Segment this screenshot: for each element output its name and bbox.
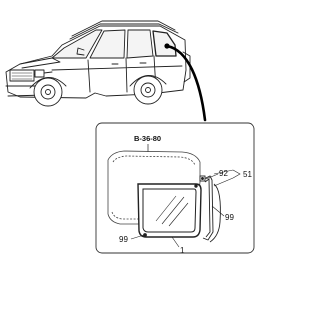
part-label-99-right: 99	[225, 213, 234, 222]
reference-label: B-36-80	[134, 134, 161, 143]
parts-diagram: B-36-80 92 51 99 99	[5, 20, 255, 255]
part-label-51: 51	[243, 170, 252, 179]
part-label-1: 1	[180, 246, 185, 255]
side-seal-molding	[199, 175, 221, 243]
leader-92	[205, 173, 219, 180]
diagram-canvas: B-36-80 92 51 99 99	[5, 20, 255, 255]
part-label-92: 92	[219, 169, 228, 178]
leader-99-left	[130, 234, 145, 240]
bracket-51	[232, 169, 241, 179]
vehicle-illustration	[5, 20, 191, 107]
leader-dot	[164, 43, 170, 49]
glass-assembly	[137, 183, 202, 238]
leader-arrow	[165, 44, 207, 122]
part-label-99-left: 99	[119, 235, 128, 244]
leader-1	[171, 236, 180, 248]
leader-99-right	[211, 205, 225, 217]
